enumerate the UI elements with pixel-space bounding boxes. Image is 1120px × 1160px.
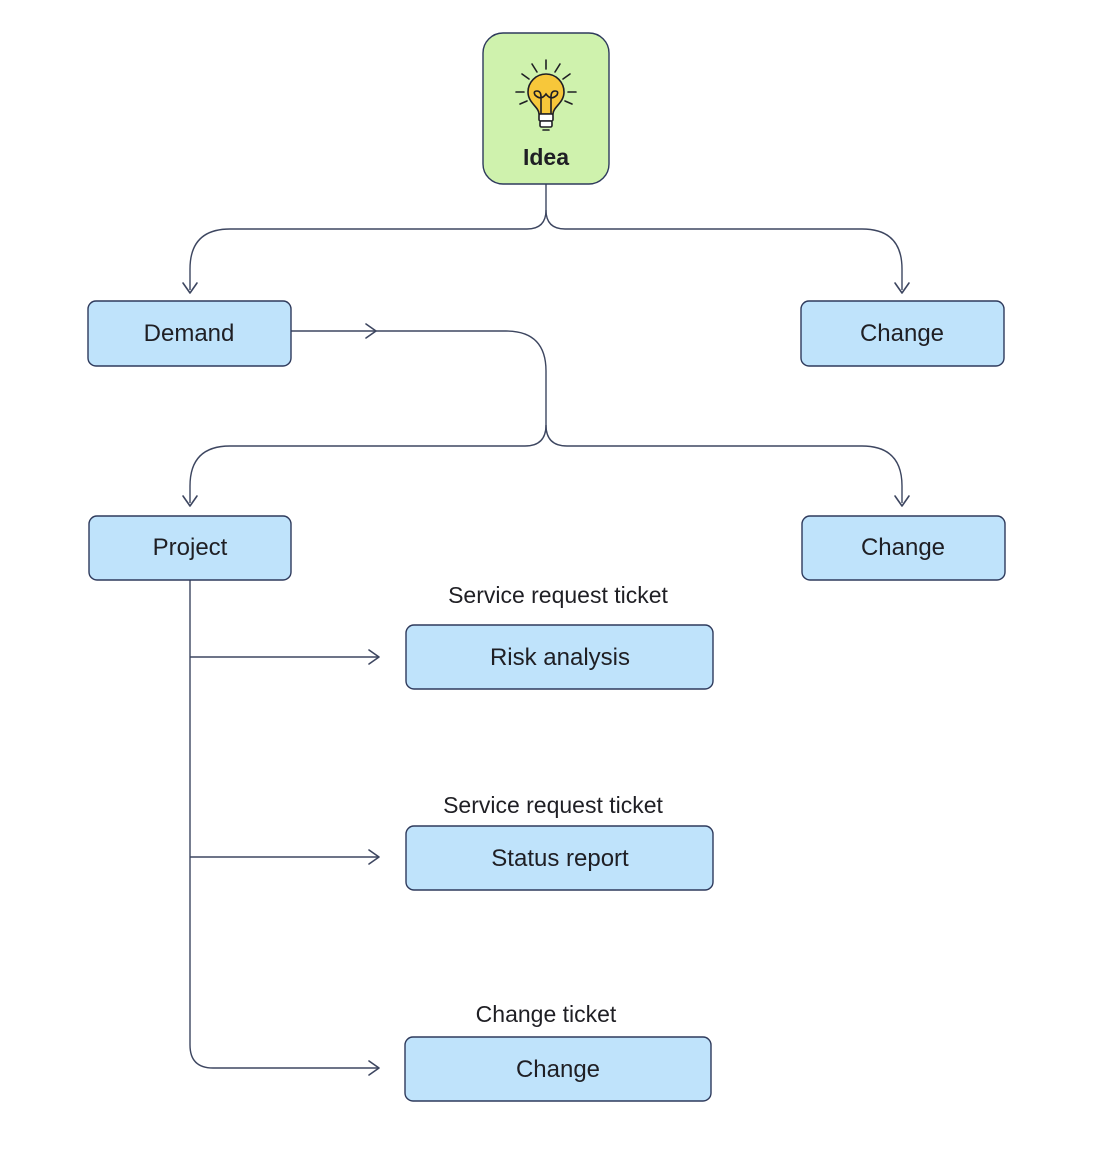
lightbulb-icon xyxy=(515,59,577,131)
ticket-box xyxy=(405,825,714,891)
demand-label: Demand xyxy=(144,320,235,347)
arrowhead-demand-route xyxy=(365,323,377,339)
arrowhead-to-change-ticket xyxy=(368,1060,380,1076)
ticket-status-report[interactable]: Service request ticket Status report xyxy=(405,792,714,891)
connector-idea-to-change xyxy=(545,209,903,290)
arrowhead-to-change-2 xyxy=(894,495,910,507)
connector-demand-route xyxy=(291,330,547,425)
project-label: Project xyxy=(153,534,228,561)
ticket-label: Status report xyxy=(491,845,629,872)
ticket-caption: Change ticket xyxy=(476,1001,617,1027)
arrowhead-to-project xyxy=(182,495,198,507)
ticket-label: Risk analysis xyxy=(490,644,630,671)
demand-node[interactable]: Demand xyxy=(87,300,292,367)
idea-label: Idea xyxy=(523,144,569,170)
connectors xyxy=(182,184,910,1076)
demand-node-box xyxy=(87,300,292,367)
project-node-box xyxy=(88,515,292,581)
connector-split-to-change xyxy=(545,424,903,503)
connector-project-trunk xyxy=(189,580,378,1069)
arrowhead-to-change-1 xyxy=(894,282,910,294)
arrowhead-to-demand xyxy=(182,282,198,294)
ticket-label: Change xyxy=(516,1056,600,1083)
change-node-top-box xyxy=(800,300,1005,367)
change-node-top[interactable]: Change xyxy=(800,300,1005,367)
ticket-caption: Service request ticket xyxy=(443,792,663,818)
ticket-change[interactable]: Change ticket Change xyxy=(404,1001,712,1102)
idea-node[interactable]: Idea xyxy=(482,32,610,185)
ticket-caption: Service request ticket xyxy=(448,582,668,608)
arrowhead-to-risk-analysis xyxy=(368,649,380,665)
connector-split-to-project xyxy=(189,424,547,503)
ticket-box xyxy=(404,1036,712,1102)
change-node-middle[interactable]: Change xyxy=(801,515,1006,581)
change-middle-label: Change xyxy=(861,534,945,561)
connector-idea-split xyxy=(189,184,547,290)
arrowhead-to-status-report xyxy=(368,849,380,865)
ticket-risk-analysis[interactable]: Service request ticket Risk analysis xyxy=(405,582,714,690)
project-node[interactable]: Project xyxy=(88,515,292,581)
change-node-middle-box xyxy=(801,515,1006,581)
ticket-box xyxy=(405,624,714,690)
change-top-label: Change xyxy=(860,320,944,347)
